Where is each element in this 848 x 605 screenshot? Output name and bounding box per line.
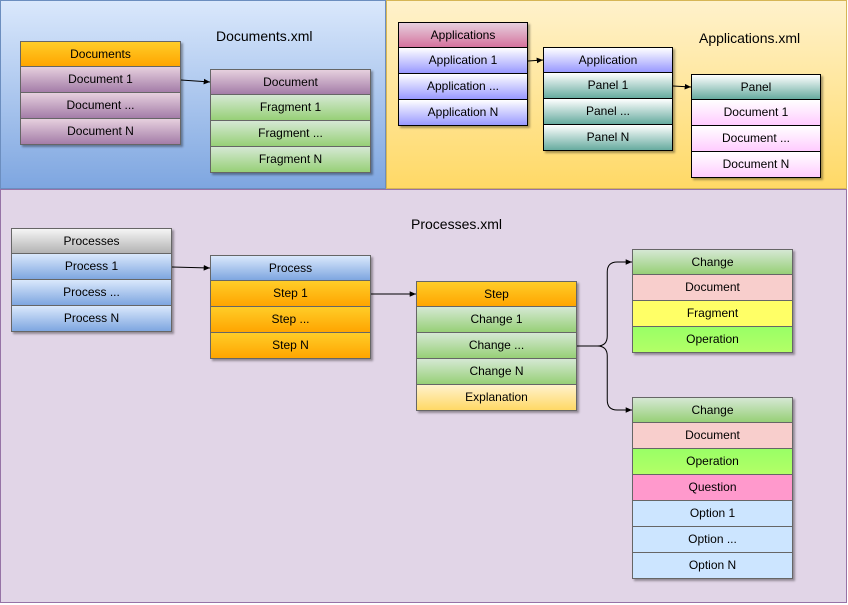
connector-arrow-documents-1-to-document-0 (180, 78, 211, 85)
documents-header-cell: Documents (20, 41, 181, 67)
document-header-cell: Document (210, 69, 371, 95)
connector-arrow-application-1-to-panel-0 (672, 83, 692, 90)
applications-row-cell: Application ... (398, 74, 528, 100)
applications-row-cell: Application 1 (398, 48, 528, 74)
step-row-cell: Change 1 (416, 307, 577, 333)
panel-row-cell: Document N (691, 152, 821, 178)
documents-row-cell: Document 1 (20, 67, 181, 93)
processes-row-cell: Process ... (11, 280, 172, 306)
application-header-cell: Application (543, 47, 673, 73)
panel-header-cell: Panel (691, 74, 821, 100)
change-b-row-cell: Option N (632, 553, 793, 579)
connector-arrow-step-2-to-change_b-0 (577, 345, 632, 413)
applications-row-cell: Application N (398, 100, 528, 126)
step-row-cell: Change ... (416, 333, 577, 359)
change-a-header-cell: Change (632, 249, 793, 275)
documents-row-cell: Document ... (20, 93, 181, 119)
change-b-header-cell: Change (632, 397, 793, 423)
change-b-row-cell: Question (632, 475, 793, 501)
application-row-cell: Panel ... (543, 99, 673, 125)
documents-xml-title: Documents.xml (216, 28, 313, 44)
process-row-cell: Step N (210, 333, 371, 359)
change-b-row-cell: Operation (632, 449, 793, 475)
step-row-cell: Change N (416, 359, 577, 385)
document-row-cell: Fragment ... (210, 121, 371, 147)
documents-row-cell: Document N (20, 119, 181, 145)
step-row-cell: Explanation (416, 385, 577, 411)
processes-xml-title: Processes.xml (411, 216, 503, 232)
change-a-row-cell: Operation (632, 327, 793, 353)
panel-row-cell: Document ... (691, 126, 821, 152)
applications-xml-title: Applications.xml (699, 30, 801, 46)
process-header-cell: Process (210, 255, 371, 281)
change-b-row-cell: Option ... (632, 527, 793, 553)
processes-header-cell: Processes (11, 228, 172, 254)
document-row-cell: Fragment 1 (210, 95, 371, 121)
process-row-cell: Step 1 (210, 281, 371, 307)
change-b-row-cell: Document (632, 423, 793, 449)
processes-row-cell: Process 1 (11, 254, 172, 280)
change-a-row-cell: Document (632, 275, 793, 301)
document-row-cell: Fragment N (210, 147, 371, 173)
panel-row-cell: Document 1 (691, 100, 821, 126)
change-b-row-cell: Option 1 (632, 501, 793, 527)
process-row-cell: Step ... (210, 307, 371, 333)
application-row-cell: Panel N (543, 125, 673, 151)
connector-arrow-step-2-to-change_a-0 (577, 259, 632, 347)
connector-arrow-applications-1-to-application-0 (527, 57, 544, 64)
step-header-cell: Step (416, 281, 577, 307)
change-a-row-cell: Fragment (632, 301, 793, 327)
connector-arrow-processes-1-to-process-0 (171, 265, 211, 271)
processes-row-cell: Process N (11, 306, 172, 332)
application-row-cell: Panel 1 (543, 73, 673, 99)
applications-header-cell: Applications (398, 22, 528, 48)
